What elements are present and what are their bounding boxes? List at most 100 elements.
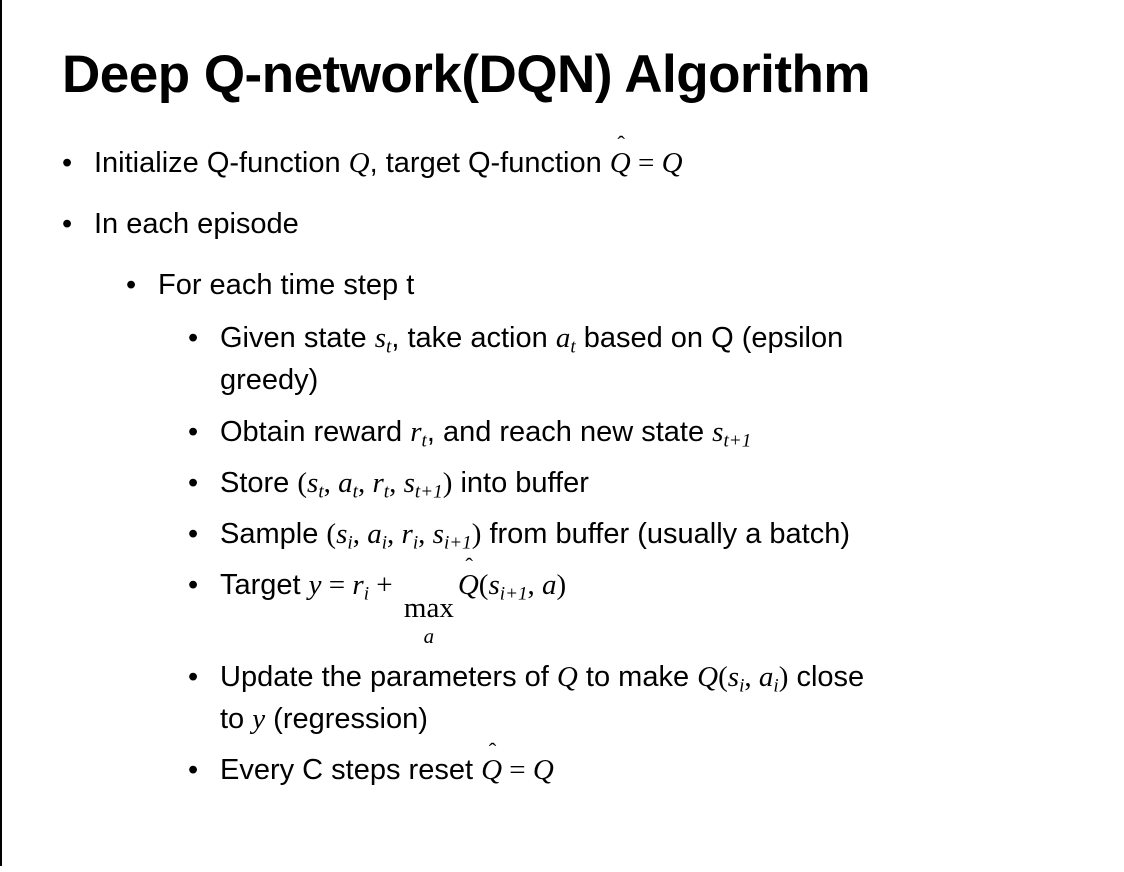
math-subscript: i — [412, 531, 419, 553]
math-variable: Q — [609, 147, 631, 180]
math-operator: ) — [778, 661, 789, 694]
list-item-text: In each episode — [94, 203, 1124, 245]
math-subscript: i — [347, 531, 353, 553]
hat-accent: ˆ — [465, 552, 473, 578]
hat-accent: ˆ — [488, 738, 497, 764]
list-item-text: For each time step t — [158, 264, 1124, 306]
list-item-text: Update the parameters of Q to make Q(si,… — [220, 656, 1124, 740]
math-operator: ( — [478, 568, 489, 601]
text-run: to — [220, 703, 253, 736]
math-subscript: i — [363, 583, 370, 605]
math-variable: r — [410, 415, 422, 448]
math-operator: , — [744, 661, 759, 694]
text-run: Target — [220, 568, 309, 601]
math-variable: a — [338, 466, 353, 499]
math-operator: = — [321, 568, 353, 601]
math-operator: = — [502, 754, 533, 787]
list-item-text: Given state st, take action at based on … — [220, 317, 1124, 401]
bullet-list: •Initialize Q-function Q, target Q-funct… — [0, 133, 1124, 791]
math-operator: , — [387, 517, 402, 550]
math-subscript: t — [386, 336, 392, 358]
max-under-variable: a — [423, 624, 435, 649]
math-variable: y — [308, 568, 322, 601]
math-subscript: t — [318, 480, 324, 502]
math-operator: + — [369, 568, 400, 601]
math-operator: , — [418, 517, 433, 550]
math-subscript: t — [352, 480, 358, 502]
math-subscript: t — [383, 480, 390, 502]
bullet-icon: • — [188, 517, 199, 550]
math-variable: a — [758, 661, 774, 694]
text-run: from buffer (usually a batch) — [481, 517, 850, 550]
math-subscript: i — [773, 675, 779, 697]
math-variable: s — [336, 517, 348, 550]
list-item: • Store (st, at, rt, st+1) into buffer — [0, 462, 1124, 504]
math-operator: ) — [471, 517, 482, 550]
text-run: , and reach new state — [426, 415, 713, 448]
math-variable: a — [367, 517, 382, 550]
text-run: Every C steps reset — [220, 754, 482, 787]
math-variable: Q — [556, 661, 578, 694]
math-variable: Q — [697, 661, 719, 694]
math-variable: a — [542, 568, 557, 601]
text-run: close — [788, 661, 865, 694]
math-operator: , — [323, 466, 339, 499]
math-variable: r — [352, 568, 364, 601]
text-run: Store — [220, 466, 298, 499]
math-variable: s — [403, 466, 415, 499]
bullet-icon: • — [188, 466, 199, 499]
text-run: Given state — [220, 322, 375, 355]
bullet-icon: • — [188, 754, 199, 787]
math-subscript: i — [381, 531, 388, 553]
math-variable: s — [712, 415, 724, 448]
math-subscript: t — [570, 336, 576, 358]
math-variable: Q — [481, 754, 503, 787]
text-run: Sample — [220, 517, 327, 550]
math-subscript: i — [739, 675, 745, 697]
text-run: Update the parameters of — [220, 661, 557, 694]
text-run: For each time step t — [158, 269, 415, 302]
text-run: to make — [577, 661, 698, 694]
math-operator: = — [630, 147, 662, 180]
bullet-icon: • — [188, 415, 199, 448]
math-operator: , — [358, 466, 373, 499]
list-item-text: Store (st, at, rt, st+1) into buffer — [220, 462, 1124, 504]
hat-accent: ˆ — [617, 131, 625, 157]
math-variable: Q — [661, 147, 683, 180]
bullet-icon: • — [188, 661, 199, 694]
math-subscript: t — [421, 429, 427, 451]
list-item: • In each episode — [0, 203, 1124, 245]
text-run: Obtain reward — [220, 415, 411, 448]
math-subscript: t+1 — [723, 429, 752, 451]
math-operator: ( — [326, 517, 337, 550]
text-run: In each episode — [94, 208, 299, 241]
list-item: • Given state st, take action at based on… — [0, 317, 1124, 401]
math-operator: , — [352, 517, 368, 550]
list-item: •Sample (si, ai, ri, si+1) from buffer (… — [0, 513, 1124, 555]
math-variable: r — [372, 466, 384, 499]
max-label: max — [403, 592, 454, 625]
math-operator: ( — [718, 661, 728, 694]
math-variable: y — [252, 703, 266, 736]
math-variable: Q — [348, 147, 370, 180]
bullet-icon: • — [188, 568, 199, 601]
math-subscript: i+1 — [499, 583, 528, 605]
bullet-icon: • — [62, 147, 73, 180]
text-run: , target Q-function — [369, 147, 610, 180]
list-item: •For each time step t — [0, 264, 1124, 306]
math-variable: s — [432, 517, 444, 550]
list-item-text: Obtain reward rt, and reach new state st… — [220, 411, 1124, 453]
math-variable: r — [401, 517, 413, 550]
bullet-icon: • — [188, 322, 199, 355]
text-run: greedy) — [220, 364, 319, 397]
math-subscript: i+1 — [443, 531, 472, 553]
math-variable: s — [307, 466, 319, 499]
math-operator: ) — [442, 466, 453, 499]
bullet-icon: • — [62, 208, 73, 241]
math-variable: s — [374, 322, 387, 355]
